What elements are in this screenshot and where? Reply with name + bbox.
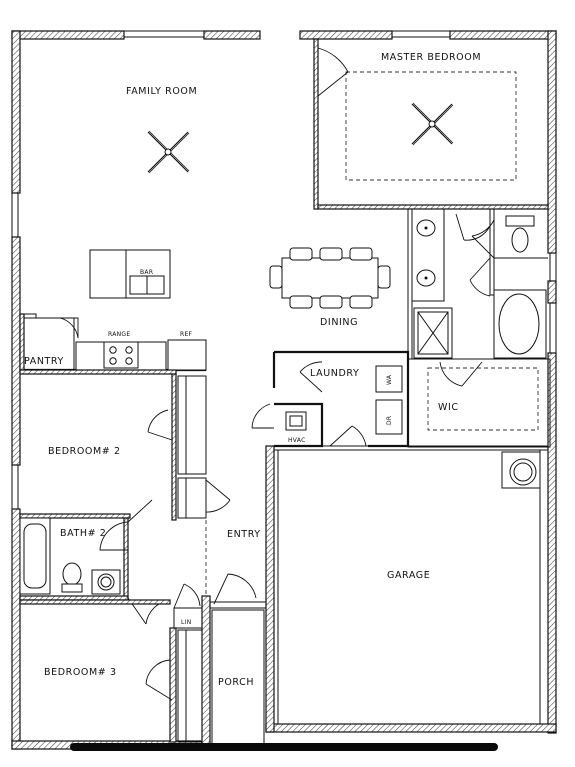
sink-icon: BAR	[129, 269, 165, 295]
master-bedroom-area	[313, 38, 549, 210]
bath-2	[19, 499, 171, 625]
garage	[265, 445, 549, 733]
room-label-entry: ENTRY	[227, 529, 261, 540]
room-label-garage: GARAGE	[387, 570, 430, 581]
room-label-family-room: FAMILY ROOM	[126, 86, 197, 97]
dining-table	[269, 247, 391, 309]
hvac	[251, 402, 324, 448]
water-heater-icon	[285, 411, 307, 431]
range-label: RANGE	[108, 331, 130, 338]
room-label-laundry: LAUNDRY	[310, 368, 359, 379]
toilet-icon	[505, 215, 535, 253]
wic: WIC	[407, 358, 551, 448]
bathtub-icon	[19, 517, 51, 595]
dryer-label: DR	[386, 416, 393, 425]
washer-label: WA	[386, 374, 393, 385]
room-label-dining: DINING	[320, 317, 358, 328]
sink-icon	[91, 569, 121, 595]
toilet-icon	[61, 562, 83, 593]
room-label-hvac: HVAC	[288, 437, 306, 444]
shower-icon	[413, 307, 453, 359]
home-indicator[interactable]	[70, 743, 498, 751]
room-label-porch: PORCH	[218, 677, 254, 688]
room-label-pantry: PANTRY	[24, 356, 64, 367]
room-label-bedroom-3: BEDROOM# 3	[44, 667, 117, 678]
kitchen: BAR RANGE REF	[19, 249, 207, 372]
ceiling-fan-icon	[147, 130, 190, 174]
room-label-master-bedroom: MASTER BEDROOM	[381, 52, 481, 63]
room-label-bath-2: BATH# 2	[60, 528, 106, 539]
ceiling-fan-icon	[411, 102, 454, 146]
porch	[201, 573, 267, 749]
stove-icon	[103, 341, 139, 369]
room-label-lin: LIN	[181, 619, 192, 626]
exterior-walls	[11, 30, 557, 750]
bathtub-icon	[493, 289, 547, 359]
bedroom-2	[19, 369, 231, 521]
room-label-wic: WIC	[438, 402, 459, 413]
master-bath	[407, 208, 548, 387]
svg-text:BAR: BAR	[140, 269, 153, 276]
room-label-bedroom-2: BEDROOM# 2	[48, 446, 121, 457]
sink-icon	[416, 219, 436, 287]
ref-label: REF	[180, 331, 193, 338]
laundry: WA DR	[272, 350, 410, 448]
